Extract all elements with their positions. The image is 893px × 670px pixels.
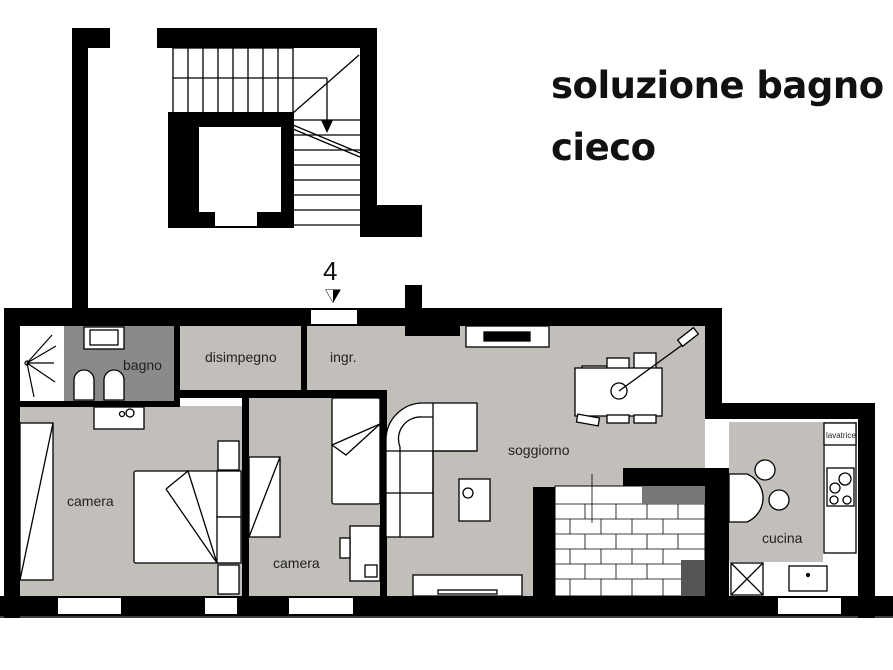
brick-wall-area [554,474,706,597]
windows [58,598,841,614]
title-line-1: soluzione bagno [551,64,884,107]
interior-walls [20,326,729,596]
bedroom-1-furniture [19,422,242,595]
label-cucina: cucina [762,530,803,546]
kitchen-furniture [728,422,857,596]
stair-treads [172,47,361,226]
label-camera-2: camera [273,555,320,571]
title-line-2: cieco [551,126,656,169]
hatched-duct [642,486,705,504]
sofa [385,402,478,538]
label-camera-1: camera [67,493,114,509]
bedroom-2-furniture [248,397,381,582]
plan-title: soluzione bagno cieco [551,55,884,179]
room-disimpegno [180,326,301,390]
stair-direction-arrow-icon [321,120,333,133]
floor-number: 4 [323,256,338,286]
shower-icon [24,334,57,398]
label-ingresso: ingr. [330,349,357,365]
label-bagno: bagno [123,357,162,373]
label-soggiorno: soggiorno [508,442,570,458]
bath-fixtures [73,326,145,430]
single-bed [331,397,381,505]
label-lavatrice: lavatrice [826,431,856,440]
label-disimpegno: disimpegno [205,349,277,365]
stairwell [72,28,422,310]
kitchen-sink [788,565,828,592]
kitchen-table [728,473,764,523]
living-furniture [385,325,700,597]
hatched-column [681,560,705,596]
